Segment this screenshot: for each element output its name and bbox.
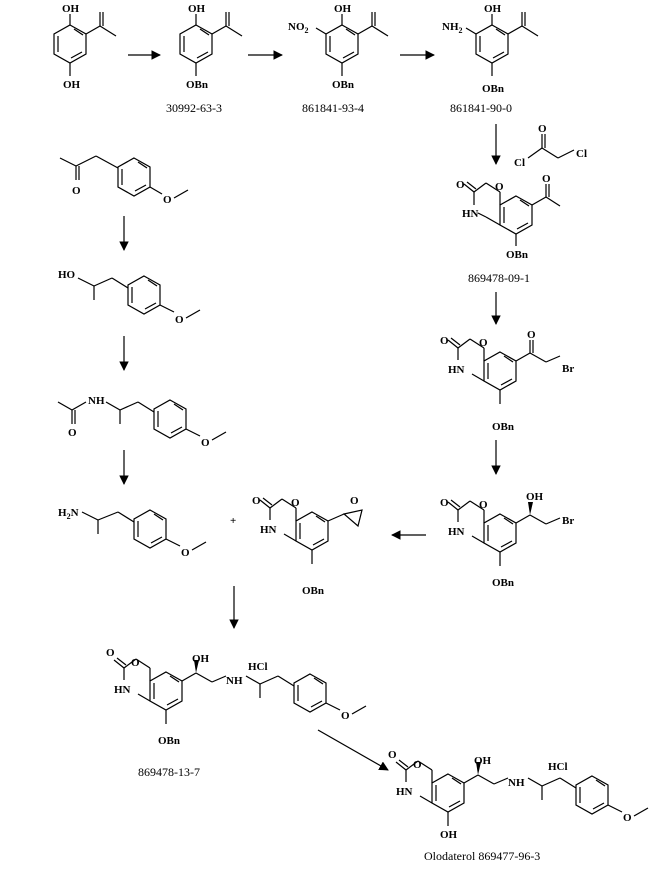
label-nh: NH [88, 395, 105, 407]
reagent-chloroacetyl-chloride: O Cl Cl [514, 123, 587, 169]
molecule-869478-09-1: O O HN O OBn 869478-09-1 [456, 173, 561, 285]
molecule-olodaterol: O O HN OH NH HCl O OH Olodaterol 869477-… [388, 749, 649, 863]
label-oh: OH [484, 3, 502, 15]
label-o: O [252, 495, 261, 507]
molecule-bromoacetyl-benzoxazinone: O O HN O Br OBn [440, 329, 574, 433]
label-no2: NO2 [288, 21, 309, 35]
label-o: O [106, 647, 115, 659]
label-oh: OH [63, 79, 81, 91]
molecule-bromohydrin-benzoxazinone: O O HN OH Br OBn [440, 491, 574, 589]
molecule-869478-13-7: O O HN OH NH HCl O OBn 869478-13-7 [106, 647, 367, 779]
molecule-861841-93-4: OH NO2 OBn 861841-93-4 [288, 3, 389, 115]
label-nh2: NH2 [442, 21, 463, 35]
molecule-acetamide: O NH O [57, 395, 227, 449]
cas-label: 869478-09-1 [468, 271, 530, 285]
cas-label: 861841-93-4 [302, 101, 364, 115]
label-obn: OBn [158, 735, 180, 747]
label-o: O [456, 179, 465, 191]
molecule-methoxyphenylacetone: O O [59, 155, 189, 206]
cas-label: 861841-90-0 [450, 101, 512, 115]
label-o: O [341, 710, 350, 722]
molecule-861841-90-0: OH NH2 OBn 861841-90-0 [442, 3, 539, 115]
label-o: O [495, 181, 504, 193]
reaction-arrow [317, 729, 389, 771]
label-oh: OH [474, 755, 492, 767]
label-nh: NH [508, 777, 525, 789]
label-o: O [131, 657, 140, 669]
label-o: O [163, 194, 172, 206]
label-br: Br [562, 363, 574, 375]
label-hn: HN [114, 684, 131, 696]
molecule-amine: H2N O [58, 507, 207, 559]
label-o: O [479, 337, 488, 349]
label-hn: HN [260, 524, 277, 536]
label-oh: OH [334, 3, 352, 15]
label-cl: Cl [514, 157, 525, 169]
label-o: O [291, 497, 300, 509]
label-obn: OBn [506, 249, 528, 261]
cas-label: 30992-63-3 [166, 101, 222, 115]
molecule-tertiary-alcohol: HO O [58, 269, 201, 326]
molecule-start-dihydroxyacetophenone: OH OH [53, 3, 117, 91]
label-o: O [527, 329, 536, 341]
label-o: O [201, 437, 210, 449]
label-hcl: HCl [248, 661, 268, 673]
plus-sign: + [230, 515, 236, 527]
label-o: O [542, 173, 551, 185]
label-hn: HN [448, 364, 465, 376]
label-obn: OBn [482, 83, 504, 95]
label-o: O [413, 759, 422, 771]
molecule-30992-63-3: OH OBn 30992-63-3 [166, 3, 243, 115]
label-obn: OBn [492, 421, 514, 433]
label-hn: HN [448, 526, 465, 538]
label-oh: OH [440, 829, 458, 841]
label-oh: OH [526, 491, 544, 503]
label-obn: OBn [492, 577, 514, 589]
label-obn: OBn [332, 79, 354, 91]
label-oh: OH [188, 3, 206, 15]
label-cl: Cl [576, 148, 587, 160]
label-o: O [72, 185, 81, 197]
label-o: O [181, 547, 190, 559]
label-hn: HN [462, 208, 479, 220]
cas-label: 869478-13-7 [138, 765, 200, 779]
label-obn: OBn [302, 585, 324, 597]
label-o: O [440, 335, 449, 347]
molecule-epoxide-benzoxazinone: O O HN O OBn [252, 495, 363, 597]
cas-label-final: Olodaterol 869477-96-3 [424, 849, 540, 863]
label-h2n: H2N [58, 507, 79, 521]
label-o: O [623, 812, 632, 824]
label-o: O [350, 495, 359, 507]
label-oh: OH [62, 3, 80, 15]
label-o: O [440, 497, 449, 509]
label-hcl: HCl [548, 761, 568, 773]
label-o: O [388, 749, 397, 761]
label-o: O [175, 314, 184, 326]
label-br: Br [562, 515, 574, 527]
label-oh: OH [192, 653, 210, 665]
label-nh: NH [226, 675, 243, 687]
label-o: O [479, 499, 488, 511]
label-obn: OBn [186, 79, 208, 91]
label-o: O [538, 123, 547, 135]
label-o: O [68, 427, 77, 439]
label-hn: HN [396, 786, 413, 798]
label-ho: HO [58, 269, 76, 281]
